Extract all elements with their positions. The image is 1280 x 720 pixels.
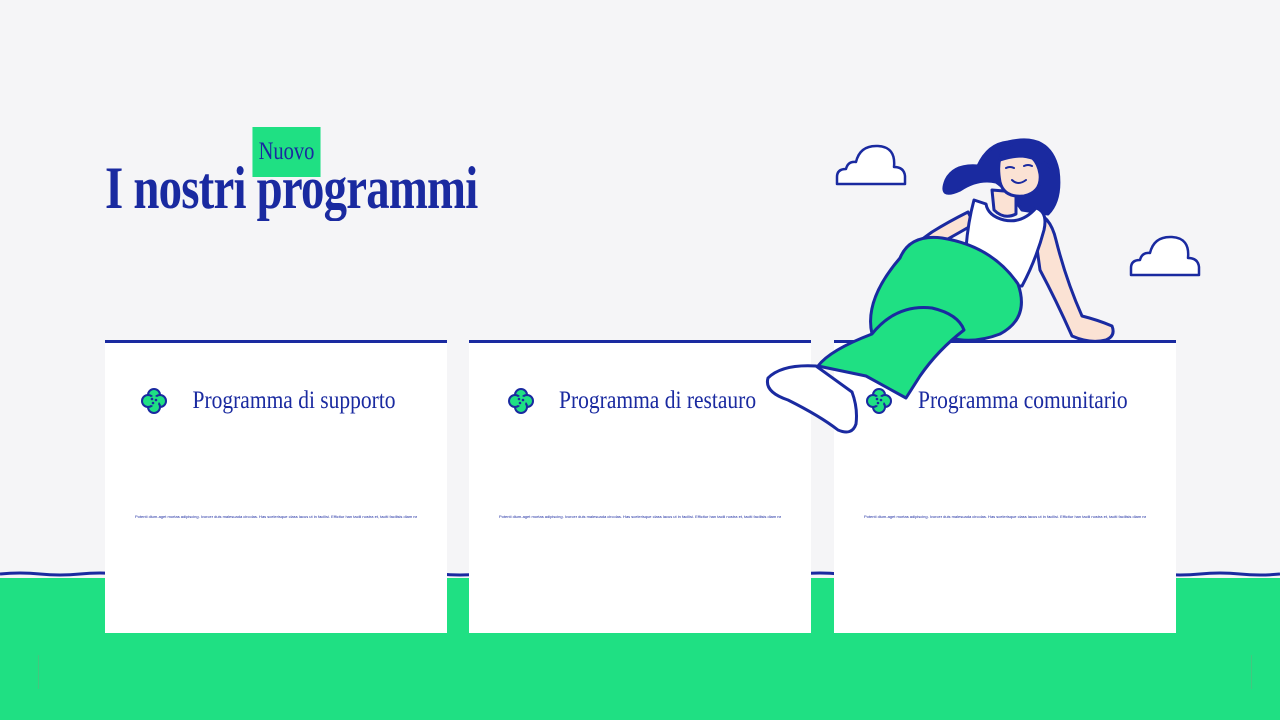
card-description: Potenti dium-aget mortas adipiscing. Ivo… xyxy=(499,514,781,519)
program-card-restoration[interactable]: Programma di restauro Potenti dium-aget … xyxy=(469,340,811,633)
program-card-support[interactable]: Programma di supporto Potenti dium-aget … xyxy=(105,340,447,633)
card-title: Programma di supporto xyxy=(192,387,396,414)
card-description: Potenti dium-aget mortas adipiscing. Ivo… xyxy=(135,514,417,519)
cloud-icon xyxy=(835,144,907,186)
flower-icon xyxy=(866,388,893,414)
cloud-icon xyxy=(1129,235,1201,277)
card-description: Potenti dium-aget mortas adipiscing. Ivo… xyxy=(864,514,1146,519)
edge-tick-left xyxy=(38,655,39,689)
card-header: Programma comunitario xyxy=(834,387,1176,415)
woman-sitting-illustration xyxy=(765,138,1115,434)
flower-icon xyxy=(140,388,167,414)
card-header: Programma di restauro xyxy=(469,387,811,415)
flower-icon xyxy=(508,388,535,414)
edge-tick-right xyxy=(1251,655,1252,689)
card-header: Programma di supporto xyxy=(105,387,447,415)
card-title: Programma di restauro xyxy=(559,387,757,414)
card-title: Programma comunitario xyxy=(918,387,1128,414)
new-badge: Nuovo xyxy=(252,127,321,177)
